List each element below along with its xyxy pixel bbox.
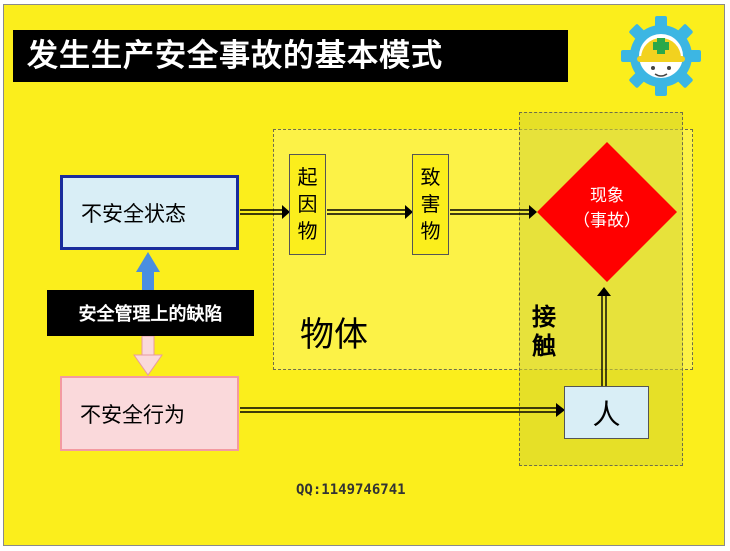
starter-char-2: 因 (297, 192, 318, 216)
harm-char-3: 物 (420, 219, 441, 243)
qq-footer: QQ:1149746741 (296, 482, 406, 498)
unsafe-state-box: 不安全状态 (60, 175, 239, 250)
person-box: 人 (564, 386, 649, 439)
object-label: 物体 (300, 315, 368, 355)
up-arrow (136, 252, 160, 272)
contact-char-1: 接 (532, 303, 556, 331)
starter-char-1: 起 (297, 165, 318, 189)
harm-char-2: 害 (420, 192, 441, 216)
unsafe-act-box: 不安全行为 (60, 376, 239, 451)
contact-label: 接 触 (532, 303, 556, 361)
starter-char-3: 物 (297, 219, 318, 243)
harmful-object-box: 致 害 物 (412, 154, 449, 255)
management-defect-label: 安全管理上的缺陷 (47, 290, 254, 336)
safety-helmet-gear-icon (621, 16, 701, 96)
accident-diamond (537, 142, 677, 282)
page-title: 发生生产安全事故的基本模式 (13, 30, 568, 82)
accident-label: 现象 （事故） (555, 184, 659, 233)
accident-text: （事故） (573, 210, 641, 231)
harm-char-1: 致 (420, 165, 441, 189)
contact-char-2: 触 (532, 331, 556, 360)
starter-object-box: 起 因 物 (289, 154, 326, 255)
down-arrow (133, 354, 163, 376)
phenomenon-text: 现象 (590, 186, 624, 206)
